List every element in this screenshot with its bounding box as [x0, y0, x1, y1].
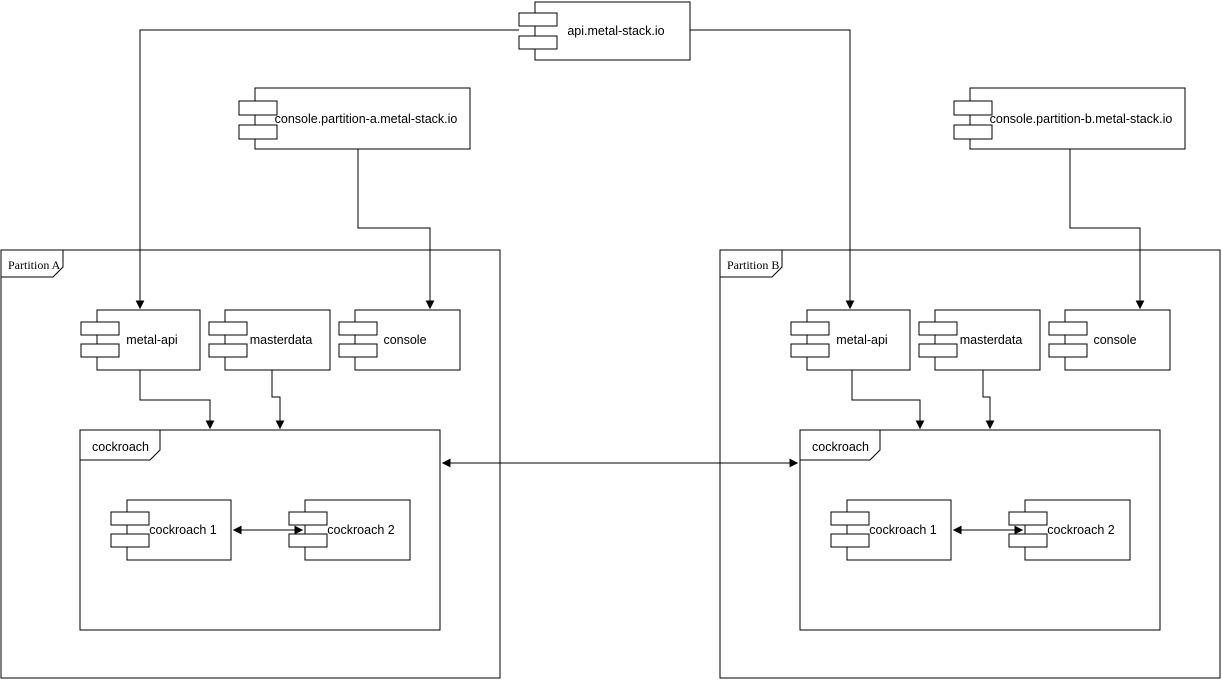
component-icon	[953, 100, 993, 116]
component-console-a: console	[338, 309, 461, 371]
component-console-partition-b-label: console.partition-b.metal-stack.io	[990, 112, 1173, 126]
component-api: api.metal-stack.io	[518, 1, 691, 61]
component-icon	[238, 124, 278, 140]
edge-masterdata-b-to-cockroach	[982, 370, 995, 430]
edge-metal-api-b-to-cockroach	[851, 370, 925, 430]
component-icon	[1048, 321, 1088, 336]
component-masterdata-b: masterdata	[918, 309, 1041, 371]
component-icon	[918, 343, 958, 358]
component-metal-api-a: metal-api	[80, 309, 201, 371]
group-cockroach-a-label: cockroach	[92, 440, 149, 454]
component-metal-api-b: metal-api	[790, 309, 911, 371]
component-metal-api-a-label: metal-api	[126, 333, 177, 347]
component-console-partition-a-label: console.partition-a.metal-stack.io	[275, 112, 458, 126]
component-console-b-label: console	[1093, 333, 1136, 347]
frame-partition-b-label: Partition B	[727, 258, 779, 272]
component-masterdata-a-label: masterdata	[250, 333, 313, 347]
component-cockroach1-a: cockroach 1	[110, 499, 232, 561]
component-cockroach2-a-label: cockroach 2	[327, 523, 394, 537]
component-cockroach1-a-label: cockroach 1	[149, 523, 216, 537]
frame-partition-b-tab	[719, 249, 783, 278]
component-icon	[1008, 533, 1048, 548]
component-icon	[288, 533, 328, 548]
component-icon	[238, 100, 278, 116]
component-icon	[918, 321, 958, 336]
component-masterdata-a: masterdata	[208, 309, 331, 371]
component-cockroach1-b-label: cockroach 1	[869, 523, 936, 537]
component-console-partition-a: console.partition-a.metal-stack.io	[238, 87, 471, 150]
component-icon	[288, 511, 328, 526]
frame-partition-a-tab	[0, 249, 64, 278]
component-icon	[830, 511, 870, 526]
component-icon	[110, 511, 150, 526]
component-icon	[208, 343, 248, 358]
edge-api-to-metal-api-b	[690, 29, 855, 310]
component-api-label: api.metal-stack.io	[567, 24, 664, 38]
frame-partition-a-label: Partition A	[8, 258, 61, 272]
component-icon	[953, 124, 993, 140]
component-icon	[790, 343, 830, 358]
component-icon	[338, 321, 378, 336]
component-metal-api-b-label: metal-api	[836, 333, 887, 347]
component-cockroach2-b-label: cockroach 2	[1047, 523, 1114, 537]
component-icon	[80, 321, 120, 336]
component-console-partition-b: console.partition-b.metal-stack.io	[953, 87, 1186, 150]
group-cockroach-b-label: cockroach	[812, 440, 869, 454]
component-cockroach2-b: cockroach 2	[1008, 499, 1131, 561]
component-icon	[110, 533, 150, 548]
component-icon	[80, 343, 120, 358]
edge-console-b-to-console	[1069, 149, 1145, 310]
edge-api-to-metal-api-a	[135, 29, 519, 310]
component-icon	[790, 321, 830, 336]
group-cockroach-b-tab	[799, 429, 881, 461]
component-icon	[1048, 343, 1088, 358]
component-masterdata-b-label: masterdata	[960, 333, 1023, 347]
component-console-a-label: console	[383, 333, 426, 347]
component-icon	[830, 533, 870, 548]
edge-masterdata-a-to-cockroach	[271, 370, 285, 430]
component-icon	[518, 35, 558, 50]
component-cockroach1-b: cockroach 1	[830, 499, 952, 561]
component-icon	[518, 12, 558, 27]
component-icon	[338, 343, 378, 358]
component-cockroach2-a: cockroach 2	[288, 499, 411, 561]
group-cockroach-a-tab	[79, 429, 161, 461]
edge-console-a-to-console	[357, 149, 435, 310]
component-icon	[208, 321, 248, 336]
edge-metal-api-a-to-cockroach	[139, 370, 215, 430]
component-console-b: console	[1048, 309, 1171, 371]
component-icon	[1008, 511, 1048, 526]
